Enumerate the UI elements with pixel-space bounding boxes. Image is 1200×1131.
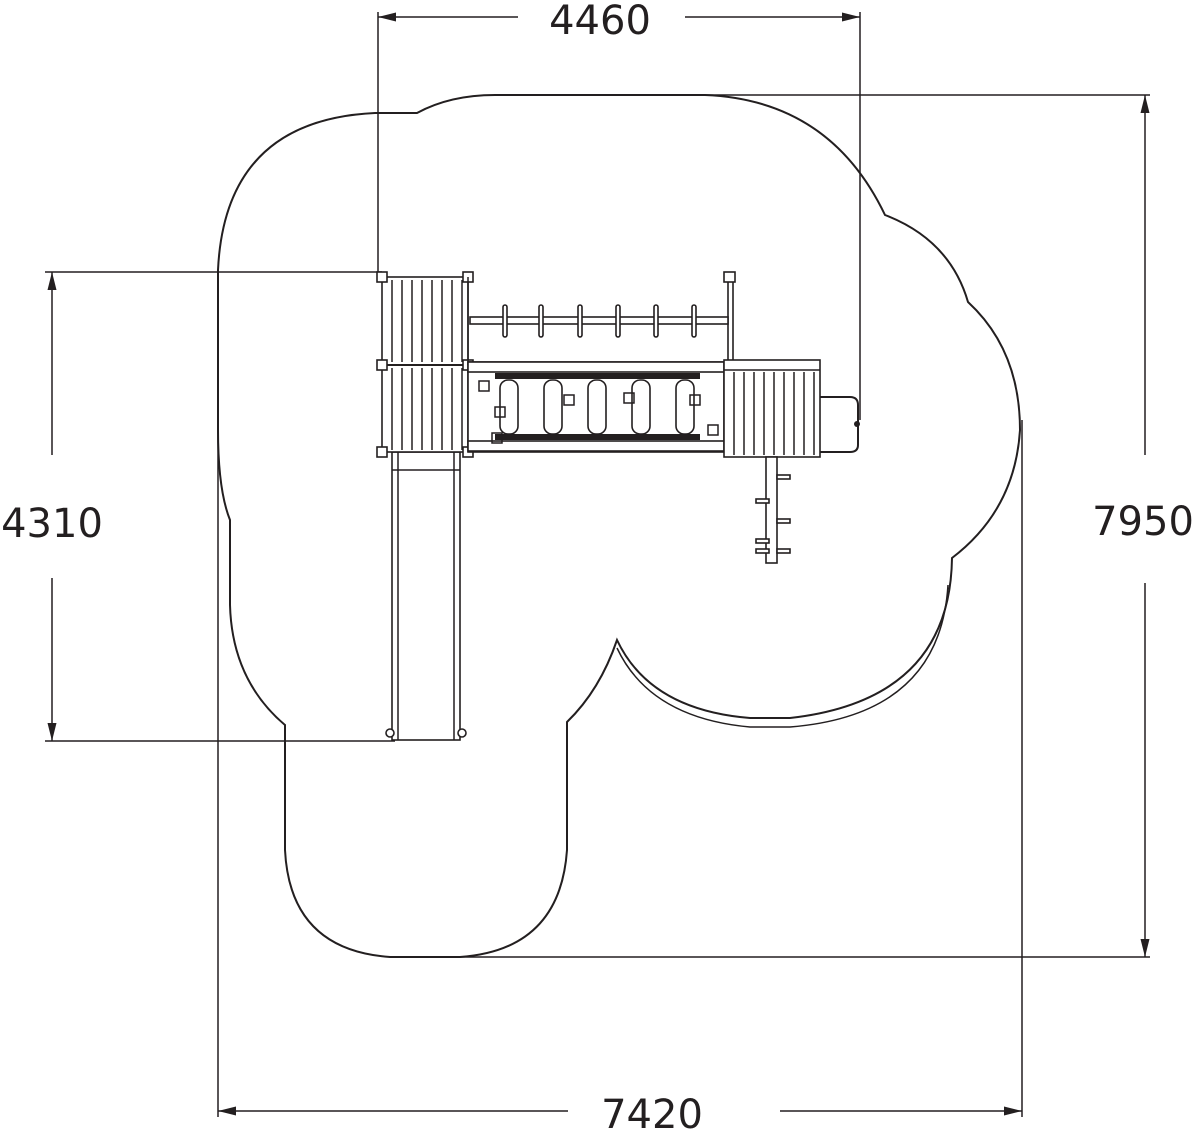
safety-zone-outline	[217, 94, 1022, 958]
monkey-bar-rung	[653, 304, 659, 338]
dimension-right: 7950	[460, 94, 1194, 958]
bridge-barrel	[543, 379, 563, 435]
safety-zone-inner-edge	[616, 584, 949, 728]
left-tower-deck	[376, 271, 474, 458]
playground-structure	[376, 271, 860, 741]
bridge-barrel	[587, 379, 607, 435]
monkey-bar-rung	[538, 304, 544, 338]
climbing-hold	[707, 424, 719, 436]
bridge-barrel	[675, 379, 695, 435]
dimension-left: 4310	[1, 271, 395, 742]
climbing-hold	[494, 406, 506, 418]
climbing-hold	[478, 380, 490, 392]
dimension-top: 4460	[377, 0, 861, 420]
dimension-bottom-label: 7420	[601, 1092, 703, 1131]
rope-bridge	[467, 361, 725, 453]
pole-rung	[755, 538, 770, 544]
pole-rung	[755, 548, 770, 554]
dimension-top-label: 4460	[549, 0, 651, 44]
climbing-hold	[623, 392, 635, 404]
dimension-bottom: 7420	[217, 420, 1023, 1131]
monkey-bar-rung	[691, 304, 697, 338]
monkey-bar-rung	[502, 304, 508, 338]
pole-rung	[755, 498, 770, 504]
pole-rung	[776, 548, 791, 554]
post-cap	[376, 446, 388, 458]
monkey-bar-rung	[577, 304, 583, 338]
dimension-right-label: 7950	[1092, 499, 1194, 545]
monkey-bar-rung	[615, 304, 621, 338]
climbing-hold	[491, 432, 503, 444]
slide	[385, 451, 467, 741]
bridge-barrel	[631, 379, 651, 435]
post-cap	[376, 271, 388, 283]
climbing-pole	[755, 456, 791, 564]
monkey-bars	[467, 271, 736, 365]
climbing-hold	[689, 394, 701, 406]
climbing-hold	[563, 394, 575, 406]
right-platform	[723, 359, 860, 458]
pole-rung	[776, 518, 791, 524]
post-cap	[376, 359, 388, 371]
dimension-left-label: 4310	[1, 501, 103, 547]
pole-rung	[776, 474, 791, 480]
